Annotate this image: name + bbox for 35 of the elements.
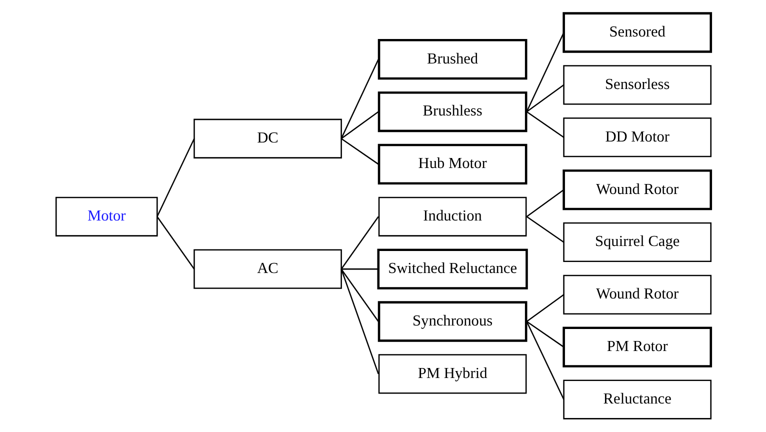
node-box: Induction	[378, 196, 526, 236]
connector	[526, 32, 564, 112]
connector	[526, 320, 564, 348]
node-box: Switched Reluctance	[376, 248, 528, 290]
node-box: Synchronous	[377, 301, 527, 342]
connector	[340, 268, 378, 374]
node-box: AC	[193, 249, 342, 289]
connector	[526, 189, 564, 218]
connector	[156, 216, 194, 270]
connector	[340, 138, 378, 165]
node-box: DD Motor	[562, 118, 712, 158]
node-box: Reluctance	[562, 380, 712, 420]
node-box: Sensored	[562, 12, 712, 53]
connector	[340, 268, 378, 322]
connector	[526, 294, 564, 322]
node-box: Hub Motor	[377, 144, 527, 185]
connector	[340, 216, 378, 270]
connector	[526, 111, 564, 138]
connector	[526, 84, 564, 112]
node-box: Motor	[54, 196, 158, 236]
connector	[526, 216, 564, 243]
connector	[340, 59, 378, 139]
node-box: DC	[193, 118, 342, 158]
node-box: Wound Rotor	[562, 274, 712, 314]
node-box: PM Hybrid	[378, 354, 526, 394]
connector	[526, 321, 564, 400]
node-box: Squirrel Cage	[562, 222, 712, 262]
node-box: PM Rotor	[562, 326, 712, 368]
connector	[340, 268, 378, 270]
node-box: Sensorless	[562, 65, 712, 105]
node-box: Brushed	[377, 39, 527, 80]
connector	[156, 138, 194, 217]
node-box: Brushless	[377, 91, 527, 132]
node-box: Wound Rotor	[562, 169, 712, 210]
connector	[340, 111, 378, 140]
